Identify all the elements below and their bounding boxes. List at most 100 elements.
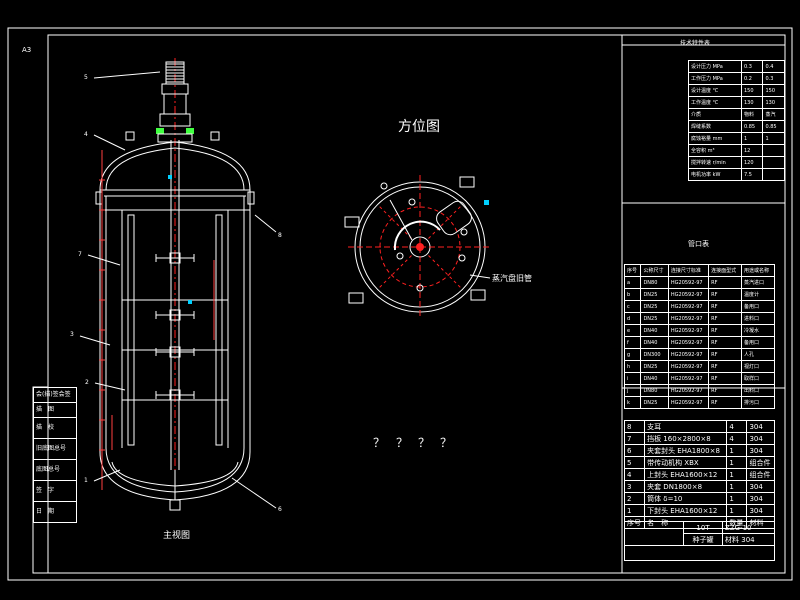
parts-cell: 304 xyxy=(746,444,775,457)
tech-cell: 12 xyxy=(740,144,764,157)
callout-7: 7 xyxy=(78,251,82,258)
nozzle-cell: DN80 xyxy=(640,276,669,289)
parts-cell: 8 xyxy=(623,420,646,433)
tech-cell: 物料 xyxy=(740,108,764,121)
nozzle-cell: HG20592-97 xyxy=(667,300,710,313)
orientation-radial xyxy=(428,204,463,239)
revision-row: 底图总号 xyxy=(33,459,77,481)
nozzle-cell: RF xyxy=(708,336,743,349)
nozzle-cell: j xyxy=(623,384,642,397)
nozzle-header-cell: 连接面型式 xyxy=(708,264,743,277)
placeholder-mark: ？ xyxy=(418,436,431,450)
drawing-number: ZZG-10 xyxy=(722,521,775,534)
nozzle-cell: HG20592-97 xyxy=(667,276,710,289)
top-nozzle xyxy=(125,131,135,141)
parts-cell: 1 xyxy=(726,444,748,457)
callout-1: 1 xyxy=(84,477,88,484)
revision-row: 签 字 xyxy=(33,480,77,502)
leader-line xyxy=(79,335,111,346)
parts-cell: 7 xyxy=(623,432,646,445)
callout-4: 4 xyxy=(84,131,88,138)
nozzle-cell: DN25 xyxy=(640,360,669,373)
parts-cell: 1 xyxy=(726,468,748,481)
leader-line xyxy=(469,274,491,279)
nozzle-cell: h xyxy=(623,360,642,373)
parts-cell: 1 xyxy=(623,504,646,517)
parts-cell: 6 xyxy=(623,444,646,457)
leader-line xyxy=(94,382,126,391)
nozzle-header-cell: 连接尺寸标准 xyxy=(667,264,710,277)
parts-cell: 2 xyxy=(623,492,646,505)
parts-cell: 304 xyxy=(746,492,775,505)
parts-cell: 支耳 xyxy=(644,420,728,433)
placeholder-mark: ？ xyxy=(440,436,453,450)
impeller-hub xyxy=(169,252,181,264)
impeller-hub xyxy=(169,309,181,321)
orientation-radial xyxy=(428,255,463,290)
tech-cell: 1 xyxy=(740,132,764,145)
orientation-nozzle xyxy=(460,228,468,236)
parts-cell: 组合件 xyxy=(746,456,775,469)
orientation-nozzle xyxy=(396,252,404,260)
nozzle-cell: k xyxy=(623,396,642,409)
orientation-nozzle xyxy=(408,198,416,206)
revision-strip: 会(描)签会签 描 图 描 校 旧底图总号 底图总号 签 字 日 期 xyxy=(33,387,77,523)
nozzle-cell: HG20592-97 xyxy=(667,336,710,349)
leader-line xyxy=(87,254,121,266)
nozzle-cell: g xyxy=(623,348,642,361)
nozzle-cell: 出料口 xyxy=(741,384,775,397)
parts-cell: 1 xyxy=(726,492,748,505)
tech-cell: 搅拌转速 r/min xyxy=(688,156,742,169)
tech-cell xyxy=(762,156,785,169)
orientation-tag xyxy=(484,200,489,205)
tech-cell: 130 xyxy=(762,96,785,109)
tech-cell: 1 xyxy=(762,132,785,145)
orientation-bolt-circle xyxy=(379,206,461,288)
tech-cell: 腐蚀裕量 mm xyxy=(688,132,742,145)
orientation-lug xyxy=(459,176,475,188)
placeholder-mark: ？ xyxy=(396,436,409,450)
parts-cell: 304 xyxy=(746,420,775,433)
leader-line xyxy=(93,134,126,151)
parts-cell: 1 xyxy=(726,504,748,517)
callout-6: 6 xyxy=(278,506,282,513)
nozzle-cell: RF xyxy=(708,348,743,361)
top-nozzle xyxy=(210,131,220,141)
tech-cell: 150 xyxy=(762,84,785,97)
impeller-hub xyxy=(169,346,181,358)
nozzle-cell: RF xyxy=(708,384,743,397)
orientation-nozzle xyxy=(416,284,424,292)
revision-row: 会(描)签会签 xyxy=(33,387,77,403)
outer-border xyxy=(7,27,793,581)
nozzle-cell: 进料口 xyxy=(741,312,775,325)
nozzle-cell: 备用口 xyxy=(741,300,775,313)
nozzle-cell: RF xyxy=(708,372,743,385)
tech-cell: 0.85 xyxy=(762,120,785,133)
tech-cell xyxy=(762,168,785,181)
nozzle-cell: DN25 xyxy=(640,288,669,301)
parts-cell: 304 xyxy=(746,504,775,517)
orientation-lug xyxy=(470,289,486,301)
nozzle-cell: DN300 xyxy=(640,348,669,361)
nozzle-cell: RF xyxy=(708,276,743,289)
top-head-inner xyxy=(105,147,245,191)
callout-8: 8 xyxy=(278,232,282,239)
leader-line xyxy=(93,71,161,79)
tech-cell: 0.2 xyxy=(740,72,764,85)
nozzle-cell: 温度计 xyxy=(741,288,775,301)
tech-cell: 150 xyxy=(740,84,764,97)
nozzle-cell: HG20592-97 xyxy=(667,288,710,301)
parts-cell: 下封头 EHA1600×12 xyxy=(644,504,728,517)
orientation-manhole xyxy=(436,200,472,236)
